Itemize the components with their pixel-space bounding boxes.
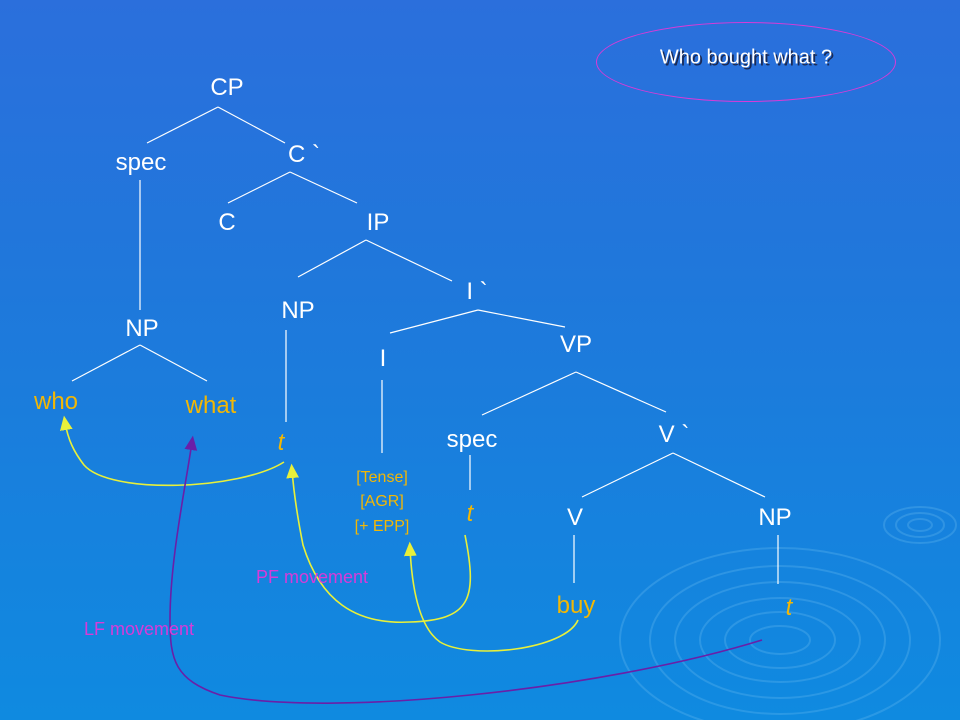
branch-cbar-ip (289, 171, 358, 204)
node-cp: CP (210, 74, 244, 101)
node-vp: VP (559, 331, 593, 358)
pf-arrow-t-to-who (60, 415, 285, 487)
node-v-bar: V ` (658, 421, 690, 448)
node-spec-cp: spec (115, 149, 167, 176)
branch-ip-ibar (365, 239, 453, 282)
feature-tense: [Tense] (356, 469, 408, 486)
leaf-what: what (185, 392, 237, 419)
lf-arrow-t-to-what (169, 435, 763, 704)
branch-np-what (139, 344, 208, 382)
branch-vp-vbar (575, 371, 667, 413)
branch-cp-cbar (217, 106, 286, 144)
title-bubble (596, 22, 896, 102)
pf-movement-arrows (60, 415, 579, 652)
branch-vp-spec (481, 371, 577, 416)
trace-spec-vp: t (466, 500, 474, 527)
branch-vbar-np (672, 452, 766, 498)
branch-vbar-v (581, 452, 674, 498)
node-np-object: NP (758, 504, 792, 531)
node-v: V (566, 504, 584, 531)
branch-ibar-vp (477, 309, 566, 328)
feature-agr: [AGR] (360, 493, 404, 510)
node-c-bar: C ` (288, 141, 320, 168)
node-np-spec: NP (125, 315, 159, 342)
leaf-buy: buy (556, 592, 596, 619)
node-ip: IP (366, 209, 390, 236)
label-lf-movement: LF movement (83, 619, 195, 639)
pf-arrow-spec-to-t (286, 463, 472, 623)
node-i-bar: I ` (466, 278, 488, 305)
node-spec-vp: spec (446, 426, 498, 453)
label-pf-movement: PF movement (255, 567, 369, 587)
branch-ibar-i (389, 309, 479, 334)
node-i: I (379, 345, 387, 372)
branch-cbar-c (227, 171, 291, 204)
branch-np-who (71, 344, 141, 382)
node-np-subject: NP (281, 297, 315, 324)
tree-branches (71, 106, 779, 584)
trace-subject: t (277, 429, 285, 456)
trace-object: t (785, 594, 793, 621)
node-c: C (218, 209, 236, 236)
pf-arrow-buy-to-i (403, 541, 579, 652)
feature-epp: [+ EPP] (354, 518, 410, 535)
leaf-who: who (33, 388, 79, 415)
slide-title: Who bought what ? (659, 46, 833, 69)
branch-ip-np (297, 239, 367, 278)
lf-movement-arrows (169, 435, 763, 704)
branch-cp-spec (146, 106, 219, 144)
